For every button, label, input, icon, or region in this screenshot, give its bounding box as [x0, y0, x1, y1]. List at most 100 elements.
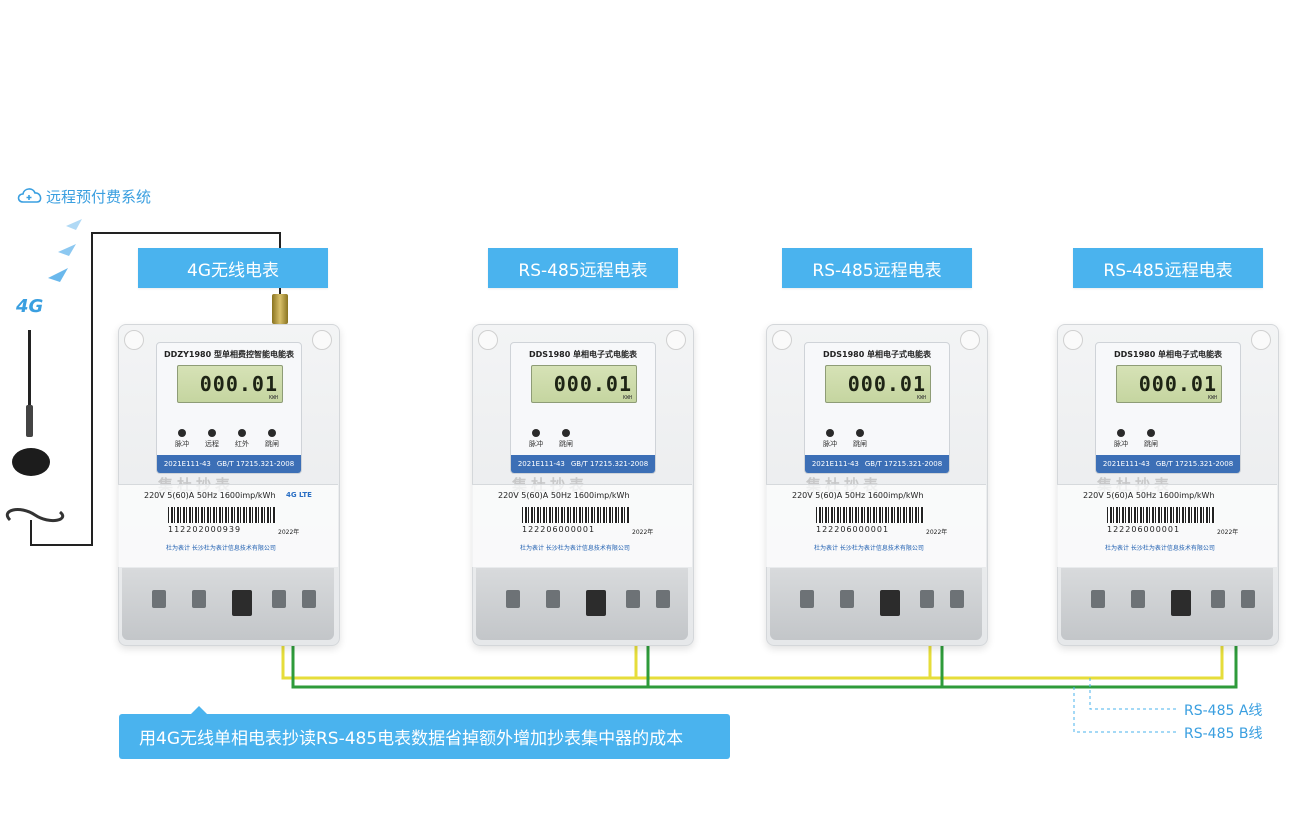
- lcd-unit: KWH: [916, 395, 926, 401]
- led-label: 脉冲: [529, 440, 543, 448]
- indicator-led: 跳闸: [1144, 429, 1158, 449]
- led-label: 跳闸: [1144, 440, 1158, 448]
- seal-screw-icon: [772, 330, 792, 350]
- signal-arrow-icon: [48, 268, 68, 282]
- meter-brand: 杜为表计 长沙杜为表计信息技术有限公司: [814, 545, 924, 552]
- nameplate: 220V 5(60)A 50Hz 1600imp/kWh 12220600000…: [1057, 484, 1277, 567]
- legend-callout-b: [1073, 687, 1178, 733]
- led-label: 跳闸: [853, 440, 867, 448]
- led-label: 脉冲: [1114, 440, 1128, 448]
- signal-arrow-icon: [66, 219, 82, 230]
- meter-spec: 220V 5(60)A 50Hz 1600imp/kWh: [498, 491, 630, 500]
- terminal-screw-icon: [1091, 590, 1105, 608]
- lcd-display: 000.01 KWH: [825, 365, 931, 403]
- led-dot-icon: [238, 429, 246, 437]
- led-dot-icon: [562, 429, 570, 437]
- indicator-led: 跳闸: [853, 429, 867, 449]
- meter-card: DDS1980 单相电子式电能表 000.01 KWH 脉冲跳闸 2021E11…: [1057, 324, 1279, 646]
- standard-bar: 2021E111-43 GB/T 17215.321-2008: [1096, 455, 1240, 473]
- nameplate: 220V 5(60)A 50Hz 1600imp/kWh 4G LTE 1122…: [118, 484, 338, 567]
- meter-serial: 122206000001: [1107, 525, 1181, 534]
- standard-gb: GB/T 17215.321-2008: [1155, 460, 1234, 468]
- indicator-row: 脉冲 跳闸: [1114, 429, 1158, 449]
- meter-spec: 220V 5(60)A 50Hz 1600imp/kWh: [792, 491, 924, 500]
- lcd-unit: KWH: [622, 395, 632, 401]
- terminal-screw-icon: [656, 590, 670, 608]
- terminal-screw-icon: [272, 590, 286, 608]
- meter-year: 2022年: [632, 529, 654, 536]
- meter-model: DDS1980 单相电子式电能表: [822, 350, 932, 359]
- meter-face: DDS1980 单相电子式电能表 000.01 KWH 脉冲跳闸 2021E11…: [510, 342, 656, 474]
- lcd-display: 000.01 KWH: [1116, 365, 1222, 403]
- led-label: 脉冲: [175, 440, 189, 448]
- meter-brand: 杜为表计 长沙杜为表计信息技术有限公司: [520, 545, 630, 552]
- seal-screw-icon: [478, 330, 498, 350]
- meter-header-3: RS-485远程电表: [782, 248, 972, 288]
- barcode-icon: [1107, 507, 1215, 523]
- terminal-screw-icon: [880, 590, 900, 616]
- meter-serial: 112202000939: [168, 525, 242, 534]
- terminal-screw-icon: [152, 590, 166, 608]
- meter-face: DDS1980 单相电子式电能表 000.01 KWH 脉冲跳闸 2021E11…: [804, 342, 950, 474]
- network-badge: 4G: [16, 296, 44, 317]
- antenna-cable: [30, 232, 281, 546]
- indicator-led: 脉冲: [175, 429, 189, 449]
- indicator-row: 脉冲 远程 红外 跳闸: [175, 429, 279, 449]
- meter-card: DDS1980 单相电子式电能表 000.01 KWH 脉冲跳闸 2021E11…: [472, 324, 694, 646]
- terminal-block: [1061, 568, 1273, 640]
- indicator-led: 脉冲: [529, 429, 543, 449]
- legend-b-line: RS-485 B线: [1184, 726, 1263, 742]
- seal-screw-icon: [1251, 330, 1271, 350]
- standard-gb: GB/T 17215.321-2008: [216, 460, 295, 468]
- led-label: 脉冲: [823, 440, 837, 448]
- meter-header-1: 4G无线电表: [138, 248, 328, 288]
- barcode-icon: [168, 507, 276, 523]
- lcd-reading: 000.01: [199, 372, 278, 396]
- meter-header-4: RS-485远程电表: [1073, 248, 1263, 288]
- led-label: 跳闸: [265, 440, 279, 448]
- led-dot-icon: [856, 429, 864, 437]
- terminal-screw-icon: [800, 590, 814, 608]
- terminal-screw-icon: [1211, 590, 1225, 608]
- led-label: 红外: [235, 440, 249, 448]
- terminal-screw-icon: [920, 590, 934, 608]
- meter-card: DDZY1980 型单相费控智能电能表 000.01 KWH 脉冲远程红外跳闸 …: [118, 324, 340, 646]
- antenna-connector: [272, 294, 288, 324]
- nameplate: 220V 5(60)A 50Hz 1600imp/kWh 12220600000…: [472, 484, 692, 567]
- meter-brand: 杜为表计 长沙杜为表计信息技术有限公司: [1105, 545, 1215, 552]
- seal-screw-icon: [960, 330, 980, 350]
- legend-callout-a: [1089, 678, 1178, 710]
- nameplate: 220V 5(60)A 50Hz 1600imp/kWh 12220600000…: [766, 484, 986, 567]
- meter-serial: 122206000001: [522, 525, 596, 534]
- terminal-screw-icon: [1241, 590, 1255, 608]
- led-dot-icon: [826, 429, 834, 437]
- led-dot-icon: [532, 429, 540, 437]
- seal-screw-icon: [124, 330, 144, 350]
- legend-a-line: RS-485 A线: [1184, 703, 1263, 719]
- lcd-unit: KWH: [1207, 395, 1217, 401]
- terminal-screw-icon: [302, 590, 316, 608]
- terminal-block: [476, 568, 688, 640]
- lcd-unit: KWH: [268, 395, 278, 401]
- terminal-screw-icon: [232, 590, 252, 616]
- led-dot-icon: [1117, 429, 1125, 437]
- seal-screw-icon: [666, 330, 686, 350]
- lcd-reading: 000.01: [847, 372, 926, 396]
- led-dot-icon: [178, 429, 186, 437]
- terminal-screw-icon: [840, 590, 854, 608]
- lcd-display: 000.01 KWH: [177, 365, 283, 403]
- led-label: 远程: [205, 440, 219, 448]
- indicator-led: 跳闸: [265, 429, 279, 449]
- standard-code: 2021E111-43: [517, 460, 565, 468]
- barcode-icon: [522, 507, 630, 523]
- meter-face: DDS1980 单相电子式电能表 000.01 KWH 脉冲跳闸 2021E11…: [1095, 342, 1241, 474]
- standard-bar: 2021E111-43 GB/T 17215.321-2008: [157, 455, 301, 473]
- lcd-reading: 000.01: [1138, 372, 1217, 396]
- indicator-led: 远程: [205, 429, 219, 449]
- terminal-block: [122, 568, 334, 640]
- terminal-screw-icon: [626, 590, 640, 608]
- led-dot-icon: [1147, 429, 1155, 437]
- led-dot-icon: [208, 429, 216, 437]
- indicator-led: 跳闸: [559, 429, 573, 449]
